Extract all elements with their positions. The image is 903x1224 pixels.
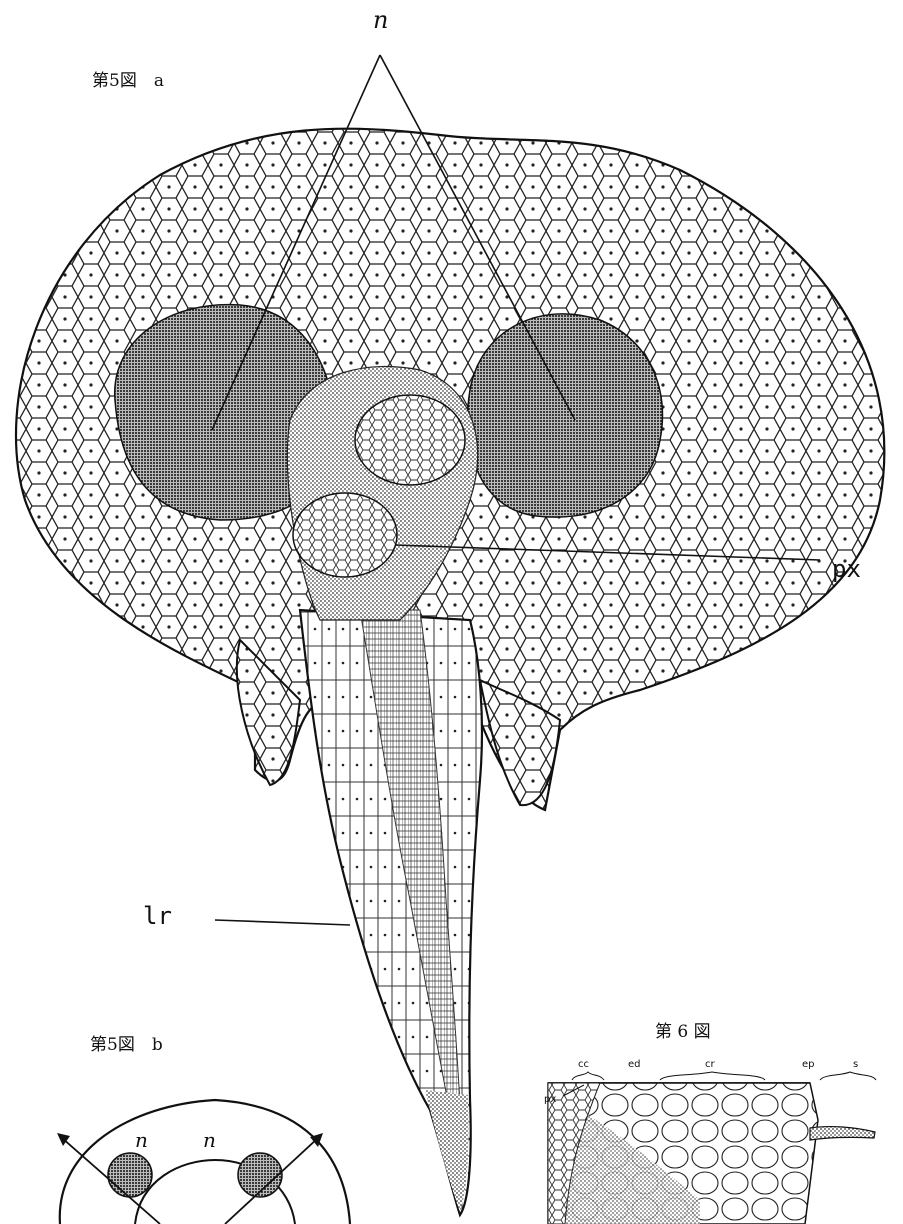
- label-px: px: [832, 555, 861, 583]
- fig6-label-ed: ed: [628, 1059, 641, 1070]
- fig5b-outer-circle: [60, 1100, 350, 1224]
- fig6-title: 第 6 図: [655, 1017, 711, 1042]
- leader-lr: [215, 920, 350, 925]
- fig5b-nodule-right: [238, 1153, 282, 1197]
- fig5a-root-tip-shading: [425, 1090, 469, 1212]
- fig6-label-s: s: [853, 1059, 858, 1070]
- fig5a-nodule-right: [468, 314, 663, 517]
- fig6-label-cr: cr: [705, 1059, 715, 1070]
- fig5b-nodule-left: [108, 1153, 152, 1197]
- label-n-top: n: [373, 6, 388, 34]
- fig5b-label-n-left: n: [135, 1128, 148, 1152]
- fig5a-protoxylem-cells: [293, 493, 397, 577]
- fig5a-central-cells: [355, 395, 465, 485]
- fig5a-title: 第5図 a: [92, 66, 164, 91]
- fig6-brace-cr: [660, 1072, 765, 1080]
- fig6-label-ep: ep: [802, 1059, 815, 1070]
- fig6-label-cc: cc: [578, 1059, 589, 1070]
- fig6-drawing: [548, 1072, 876, 1224]
- fig6-brace-s: [820, 1072, 876, 1080]
- fig6-brace-cc: [572, 1072, 604, 1080]
- fig5b-drawing: [57, 1100, 350, 1224]
- label-lr: lr: [143, 902, 172, 930]
- fig6-label-px: px: [544, 1094, 556, 1105]
- fig5b-title: 第5図 b: [90, 1030, 163, 1055]
- fig5b-label-n-right: n: [203, 1128, 216, 1152]
- fig6-epidermal-hair: [810, 1127, 875, 1140]
